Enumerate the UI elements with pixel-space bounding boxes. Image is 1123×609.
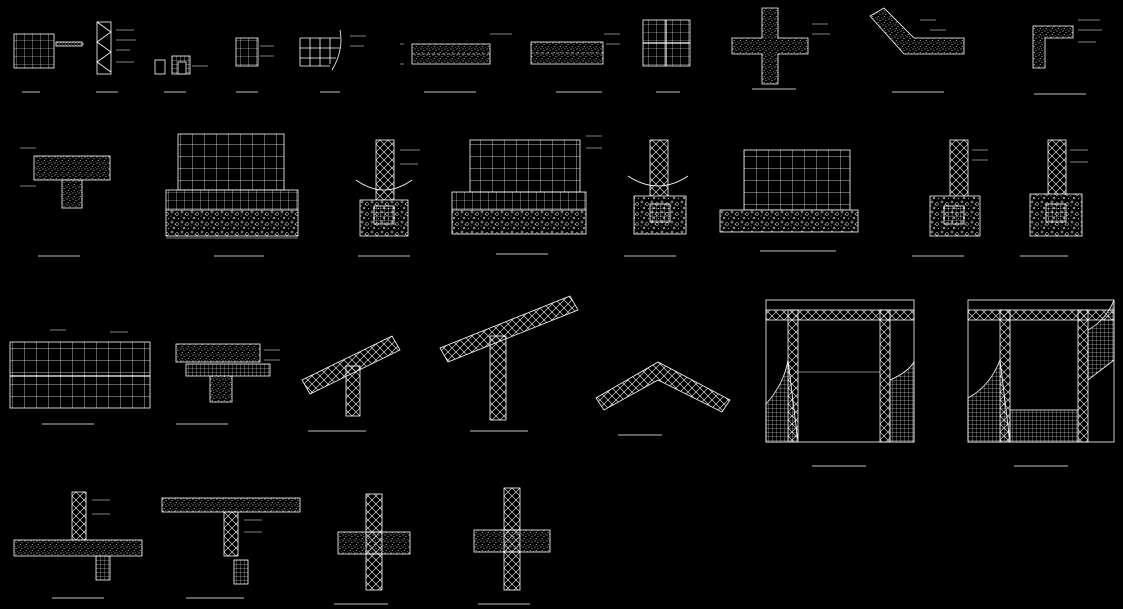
detail-panel-elevation-d (9, 329, 151, 409)
detail-wall-section-large-b (967, 299, 1115, 443)
detail-corner-junction (1032, 19, 1102, 69)
detail-column-slab-b (161, 497, 301, 585)
detail-panel-curved (299, 29, 366, 71)
detail-panel-grid-c (642, 19, 691, 67)
detail-roof-truss-b (439, 295, 579, 421)
detail-wall-footing-d (1029, 139, 1088, 237)
detail-wall-footing-b (627, 139, 689, 235)
caption-underlines (22, 88, 1086, 605)
detail-cross-column-a (337, 493, 411, 591)
detail-slab-section-a (400, 33, 512, 65)
detail-roof-truss-a (301, 335, 401, 417)
detail-column-truss-a (96, 21, 136, 75)
detail-ridge-truss (595, 361, 731, 413)
detail-column-slab-a (13, 491, 143, 581)
detail-wall-elevation-c (719, 149, 859, 233)
detail-panel-grid-b (235, 37, 274, 67)
detail-cross-column-b (473, 487, 551, 591)
detail-beam-slab-section (175, 343, 280, 403)
detail-cross-junction (731, 7, 830, 85)
detail-wall-footing-c (929, 139, 988, 237)
detail-panel-grid-a (13, 33, 84, 69)
detail-wall-section-large-a (765, 299, 915, 443)
detail-tee-slab (20, 147, 111, 209)
detail-wall-footing-a (355, 139, 420, 237)
detail-wall-elevation-b (451, 135, 602, 235)
detail-wall-elevation-a (165, 133, 299, 239)
detail-small-block (154, 55, 208, 75)
detail-angled-junction (869, 7, 965, 55)
detail-slab-section-b (530, 33, 620, 65)
